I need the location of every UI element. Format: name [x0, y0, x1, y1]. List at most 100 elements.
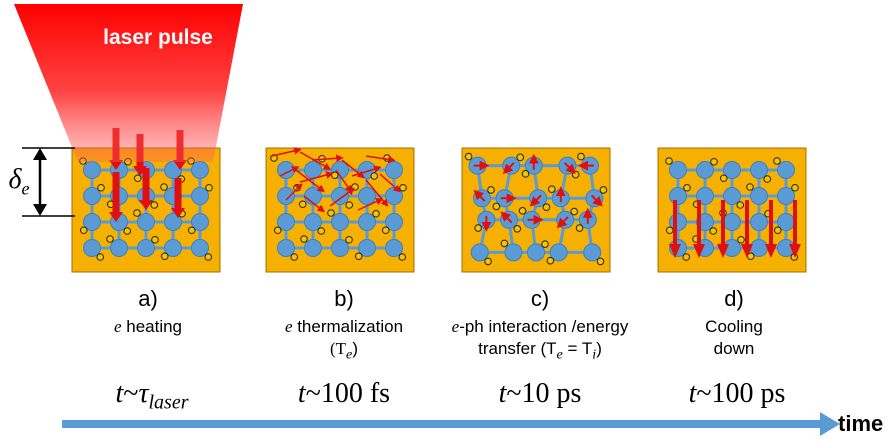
electron: [204, 253, 213, 261]
electron: [345, 235, 353, 244]
atom: [696, 161, 714, 179]
panel-a-timescale: t~τlaser: [115, 378, 189, 414]
scatter-arrow: [299, 171, 334, 183]
electron: [682, 253, 691, 261]
electron: [399, 183, 407, 192]
atom: [137, 213, 155, 231]
atom: [358, 213, 376, 231]
electron: [541, 240, 549, 248]
electron: [746, 183, 754, 191]
cooling-arrow-head: [669, 244, 681, 258]
atom: [164, 239, 182, 257]
vibration-arrow: [563, 162, 576, 175]
electron: [151, 235, 159, 244]
atom: [385, 187, 403, 205]
scatter-arrow: [279, 166, 300, 177]
atom: [83, 239, 101, 257]
atom: [164, 213, 182, 231]
atom: [750, 213, 768, 231]
electron: [474, 224, 482, 232]
electron: [106, 235, 114, 243]
electron: [96, 253, 105, 261]
electron: [327, 209, 335, 217]
electron: [518, 207, 527, 215]
electron: [370, 172, 379, 180]
atom: [504, 243, 523, 262]
electron: [345, 201, 354, 209]
electron: [290, 253, 299, 261]
vibration-arrow: [590, 194, 603, 207]
atom: [549, 243, 568, 262]
electron: [79, 226, 88, 235]
penetration-depth-marker: [22, 147, 75, 217]
panel-a-heating: [71, 128, 221, 273]
atom: [277, 213, 295, 231]
vibration-arrow: [529, 194, 542, 207]
electron: [398, 253, 407, 261]
electron: [300, 235, 308, 243]
atom: [385, 213, 403, 231]
heating-arrow-head: [109, 160, 123, 170]
electron: [464, 152, 473, 161]
electron: [513, 225, 522, 233]
atom: [669, 161, 687, 179]
panel-c-caption: e-ph interaction /energy transfer (Te = …: [451, 317, 629, 363]
cooling-arrow-head: [789, 244, 801, 258]
scatter-arrow: [357, 198, 384, 211]
atom: [191, 213, 209, 231]
scatter-arrow: [365, 155, 396, 164]
electron: [773, 226, 782, 235]
cooling-arrow-head: [741, 244, 753, 258]
scatter-arrow: [379, 173, 401, 193]
cooling-arrow-head: [717, 244, 729, 258]
atom: [358, 239, 376, 257]
atom: [358, 187, 376, 205]
time-axis-label: time: [838, 411, 884, 436]
electron: [737, 235, 745, 244]
electron: [317, 227, 326, 235]
panel-c-eph-interaction: [461, 147, 611, 273]
scatter-arrow: [335, 169, 353, 194]
atom: [277, 187, 295, 205]
atom: [304, 239, 322, 257]
panel-b-timescale: t~100 fs: [297, 378, 391, 409]
atom: [385, 239, 403, 257]
panel-b-caption: e thermalization (Te): [284, 317, 404, 363]
electron: [133, 174, 142, 183]
scatter-arrow: [271, 147, 302, 157]
scatter-arrow: [311, 154, 344, 163]
atom: [191, 187, 209, 205]
atom: [723, 161, 741, 179]
electron: [123, 227, 132, 235]
scatter-arrow: [329, 187, 356, 207]
electron: [298, 200, 307, 209]
electron: [150, 201, 159, 209]
atom: [83, 213, 101, 231]
panel-b-thermalization: [265, 147, 415, 273]
heating-arrow-head: [171, 208, 185, 218]
scatter-arrow: [295, 169, 325, 193]
time-axis-arrow: [62, 412, 840, 436]
electron: [665, 226, 674, 235]
electron: [330, 171, 339, 180]
electron: [160, 252, 169, 261]
atom: [83, 161, 101, 179]
atom: [304, 187, 322, 205]
electron: [546, 256, 555, 265]
electron: [133, 209, 141, 217]
electron: [521, 170, 530, 178]
atom: [777, 161, 795, 179]
atom: [304, 213, 322, 231]
scatter-arrow: [285, 183, 303, 201]
electron: [273, 226, 282, 235]
atom: [385, 161, 403, 179]
heating-arrow-head: [139, 200, 153, 210]
atom: [331, 187, 349, 205]
electron: [187, 226, 196, 235]
cooling-arrow-head: [765, 244, 777, 258]
atom: [583, 243, 602, 262]
panel-a-letter: a): [138, 286, 158, 311]
heating-arrow-head: [173, 160, 187, 170]
atom: [277, 239, 295, 257]
